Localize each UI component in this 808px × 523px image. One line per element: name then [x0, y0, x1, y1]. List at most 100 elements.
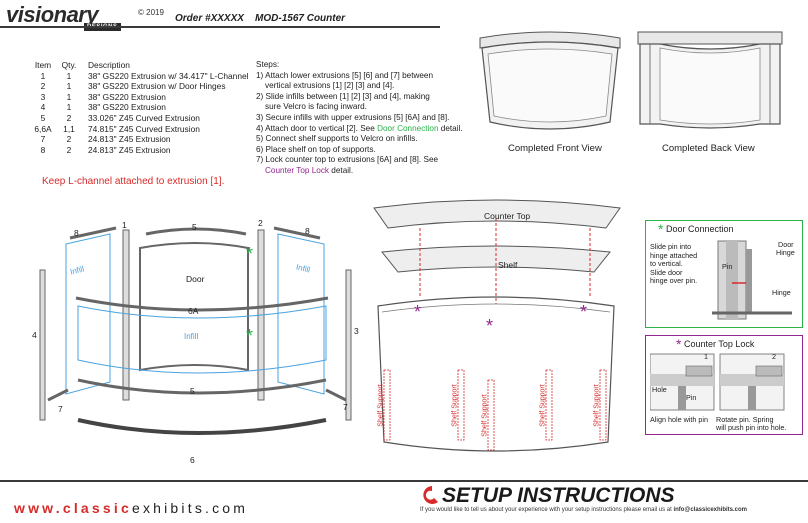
assembly-view-drawing: * * *: [373, 199, 621, 452]
dc-line: Slide pin into: [650, 242, 692, 251]
step-1: 1) Attach lower extrusions [5] [6] and […: [256, 70, 434, 80]
label-hole: Hole: [652, 385, 667, 394]
order-title: Order #XXXXX MOD-1567 Counter: [175, 13, 345, 24]
keep-note: Keep L-channel attached to extrusion [1]…: [42, 176, 225, 187]
label-hinge: Hinge: [772, 288, 791, 297]
label-door: Door: [186, 274, 205, 284]
cell: 6,6A: [34, 123, 52, 134]
step-5: 5) Connect shelf supports to Velcro on i…: [256, 134, 418, 144]
back-view-drawing: [637, 31, 783, 129]
cell: 3: [40, 91, 46, 102]
step-2: 2) Slide infills between [1] [2] [3] and…: [256, 91, 430, 101]
col-description: Description: [88, 60, 130, 70]
feedback-email[interactable]: info@classicexhibits.com: [673, 507, 748, 513]
footer-rule: [0, 480, 808, 482]
dc-line: Slide door: [650, 267, 683, 277]
model-number: MOD-1567 Counter: [255, 13, 346, 24]
door-connection-link[interactable]: Door Connection: [377, 123, 439, 133]
parts-header-row: Item Qty. Description: [30, 60, 249, 71]
label-pin: Pin: [722, 262, 733, 271]
label-1: 1: [122, 220, 127, 230]
cell: 38" GS220 Extrusion w/ 34.417" L-Channel: [88, 70, 249, 81]
label-6a: 6A: [188, 306, 199, 316]
step-7-cont: Counter Top Lock detail.: [256, 166, 470, 177]
label-shelf-support-4: Shelf Support: [539, 384, 547, 427]
setup-instructions-title: SETUP INSTRUCTIONS: [442, 484, 675, 507]
label-shelf-support-3: Shelf Support: [481, 394, 489, 437]
dc-line: to vertical.: [650, 259, 683, 269]
cell: 5: [40, 112, 46, 123]
cell: 1,1: [63, 123, 75, 134]
door-connection-title: * Door Connection: [658, 221, 734, 237]
cell: 1: [66, 91, 72, 102]
svg-text:*: *: [414, 302, 421, 322]
step-4-end: detail.: [438, 123, 463, 133]
asterisk-icon: *: [676, 336, 682, 352]
asterisk-icon: *: [658, 221, 664, 237]
cell: 2: [66, 134, 72, 145]
cell: 1: [66, 102, 72, 113]
label-shelf-support-5: Shelf Support: [593, 384, 601, 427]
cell: 1: [66, 81, 72, 92]
brand-logo: visionary DESIGNS © 2019: [6, 4, 166, 34]
label-3: 3: [354, 326, 359, 336]
dc-line: hinge attached: [650, 250, 698, 260]
svg-text:*: *: [580, 302, 587, 322]
cell: 74.815" Z45 Curved Extrusion: [88, 123, 200, 134]
label-shelf: Shelf: [498, 260, 518, 270]
lock-caption-2b: will push pin into hole.: [716, 423, 787, 432]
exploded-view-drawing: * *: [39, 226, 352, 435]
counter-top-lock-link[interactable]: Counter Top Lock: [265, 165, 330, 175]
door-hinge-diagram: [712, 240, 792, 320]
step-1-cont: vertical extrusions [1] [2] [3] and [4].: [265, 81, 395, 91]
svg-text:*: *: [246, 326, 253, 346]
step-3: 3) Secure infills with upper extrusions …: [256, 112, 450, 122]
step-7: 7) Lock counter top to extrusions [6A] a…: [256, 155, 439, 165]
website-bold: www.classic: [14, 500, 132, 516]
order-number: Order #XXXXX: [175, 13, 244, 24]
label-5-top: 5: [192, 222, 197, 232]
label-door-hinge-2: Hinge: [776, 248, 795, 257]
front-view-drawing: [479, 31, 621, 130]
step-7-end: detail.: [329, 165, 354, 175]
back-view-caption: Completed Back View: [662, 143, 755, 154]
label-infill-front: Infill: [184, 332, 199, 341]
logo-text: visionary: [6, 2, 99, 27]
col-qty: Qty.: [61, 60, 77, 70]
cell: 2: [66, 144, 72, 155]
label-8-left: 8: [74, 228, 79, 238]
label-counter-top: Counter Top: [484, 211, 531, 221]
cell: 2: [66, 112, 72, 123]
dc-line: hinge over pin.: [650, 276, 698, 286]
lock-step-2: 2: [772, 352, 776, 361]
door-connection-text: Slide pin into hinge attached to vertica…: [650, 242, 698, 286]
label-5-lower: 5: [190, 386, 195, 396]
svg-text:*: *: [486, 316, 493, 336]
cell: 24.813" Z45 Extrusion: [88, 144, 171, 155]
cell: 2: [40, 81, 46, 92]
completed-views-illustration: [479, 31, 783, 130]
lock-caption-2a: Rotate pin. Spring: [716, 415, 774, 424]
step-6: 6) Place shelf on top of supports.: [256, 144, 376, 154]
counter-top-lock-detail: * Counter Top Lock 1 2 Hole Pin Align ho…: [645, 335, 803, 435]
label-door-hinge-1: Door: [778, 240, 794, 249]
label-7-right: 7: [343, 402, 348, 412]
website-link[interactable]: www.classicexhibits.com: [14, 500, 248, 516]
table-row: 6,6A 1,1 74.815" Z45 Curved Extrusion: [30, 124, 249, 135]
label-6: 6: [190, 455, 195, 465]
svg-text:*: *: [246, 244, 253, 264]
door-connection-title-text: Door Connection: [665, 224, 734, 234]
feedback-note: If you would like to tell us about your …: [420, 507, 747, 513]
cell: 1: [66, 70, 72, 81]
label-shelf-support-2: Shelf Support: [451, 384, 459, 427]
header-rule: [0, 26, 440, 28]
classic-exhibits-logo-icon: [423, 486, 438, 504]
cell: 38" GS220 Extrusion: [88, 102, 166, 113]
